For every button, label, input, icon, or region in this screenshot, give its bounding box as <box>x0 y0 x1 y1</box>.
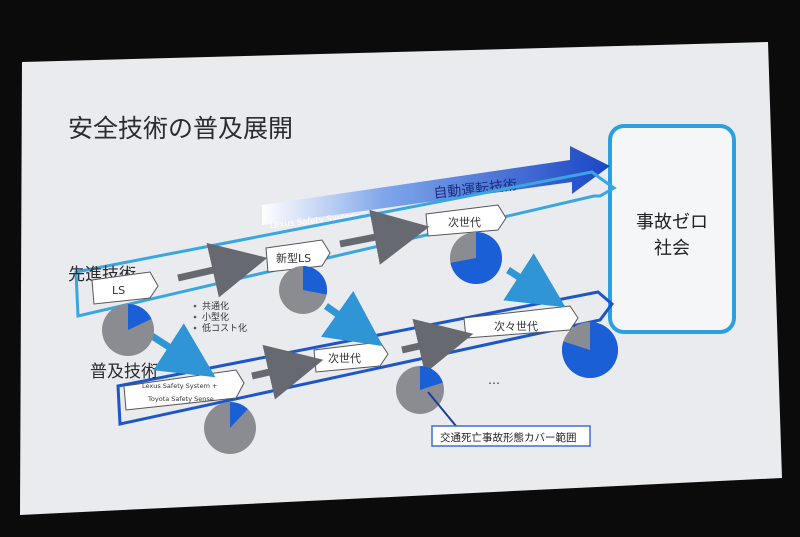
pie-next_adv-coverage-slice <box>450 232 502 284</box>
advanced-stage-new-ls-box <box>265 239 331 273</box>
bullet-1: 共通化 <box>202 300 229 312</box>
goal-box-line1: 事故ゼロ <box>636 212 708 233</box>
pie-new_ls-coverage-slice <box>303 266 327 295</box>
spread-arrow-1 <box>251 344 324 400</box>
bullet-dot-1 <box>193 304 197 308</box>
autonomous-banner-arrow <box>262 146 610 225</box>
legend-note-box <box>431 425 591 447</box>
bullet-2: 小型化 <box>202 311 229 323</box>
advanced-stage-ls-box <box>91 271 159 305</box>
spread-stage-1-line1: Lexus Safety System + <box>142 382 217 390</box>
legend-leader-line <box>427 391 457 427</box>
spread-stage-next-next-label: 次々世代 <box>494 319 538 333</box>
spread-track-arrow <box>116 290 615 426</box>
diag-arrow-2 <box>320 290 383 347</box>
pie-ls-coverage-slice <box>128 304 152 330</box>
spread-arrow-2 <box>401 318 474 374</box>
bullet-dot-3 <box>193 326 197 330</box>
bullet-3: 低コスト化 <box>202 322 247 334</box>
bullet-dot-2 <box>193 315 197 319</box>
advanced-stage-ls-label: LS <box>112 284 125 297</box>
spread-ellipsis: … <box>488 373 500 387</box>
coverage-pies <box>102 232 618 454</box>
diag-arrow-1 <box>150 323 216 378</box>
slide-title: 安全技術の普及展開 <box>68 114 293 143</box>
pie-spread_next_next-coverage-slice <box>562 322 618 379</box>
advanced-stage-next-label: 次世代 <box>448 215 481 229</box>
advanced-arrow-2 <box>339 209 430 265</box>
advanced-stage-new-ls-label: 新型LS <box>276 251 311 265</box>
goal-box <box>608 124 736 334</box>
advanced-track-arrow <box>74 170 617 318</box>
goal-box-line2: 社会 <box>654 238 690 259</box>
spread-stage-next-label: 次世代 <box>328 351 361 365</box>
diag-arrow-3 <box>503 253 566 308</box>
spread-label: 普及技術 <box>90 362 158 382</box>
spread-stage-1-box <box>123 369 245 411</box>
legend-note-text: 交通死亡事故形態カバー範囲 <box>440 431 577 444</box>
pie-spread_1-coverage-slice <box>230 402 248 428</box>
pie-spread_next-coverage-slice <box>420 366 443 390</box>
spread-stage-1-line2: Toyota Safety Sense <box>147 395 214 403</box>
advanced-arrow-1 <box>177 242 268 298</box>
